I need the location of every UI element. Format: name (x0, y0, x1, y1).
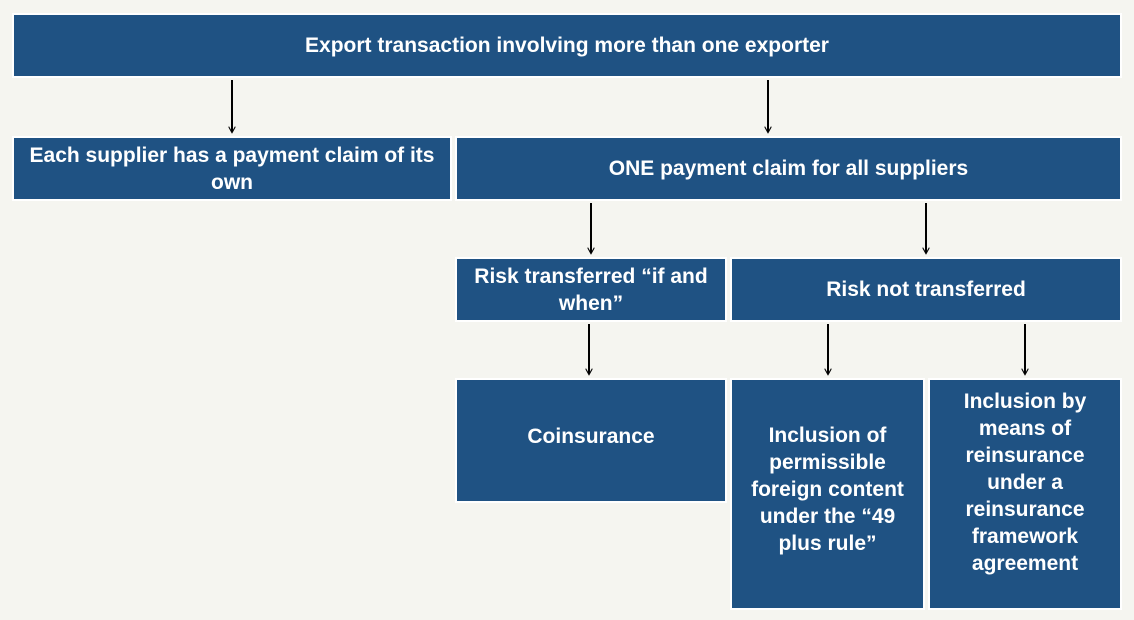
root-label: Export transaction involving more than o… (305, 34, 829, 57)
foreign-content-box: Inclusion of permissible foreign content… (730, 378, 925, 610)
foreign-content-label: Inclusion of permissible foreign content… (751, 423, 904, 555)
risk-not-transferred-box: Risk not transferred (730, 257, 1122, 322)
reinsurance-box: Inclusion by means of reinsurance under … (928, 378, 1122, 610)
coinsurance-box: Coinsurance (455, 378, 727, 503)
risk-transferred-label: Risk transferred “if and when” (474, 264, 708, 315)
one-claim-label: ONE payment claim for all suppliers (608, 157, 969, 180)
root-box: Export transaction involving more than o… (12, 13, 1122, 78)
risk-not-transferred-label: Risk not transferred (826, 278, 1026, 301)
coinsurance-label: Coinsurance (527, 425, 655, 448)
risk-transferred-box: Risk transferred “if and when” (455, 257, 727, 322)
reinsurance-label: Inclusion by means of reinsurance under … (963, 389, 1087, 575)
each-supplier-box: Each supplier has a payment claim of its… (12, 136, 452, 201)
one-claim-box: ONE payment claim for all suppliers (455, 136, 1122, 201)
each-supplier-label: Each supplier has a payment claim of its… (29, 143, 435, 194)
